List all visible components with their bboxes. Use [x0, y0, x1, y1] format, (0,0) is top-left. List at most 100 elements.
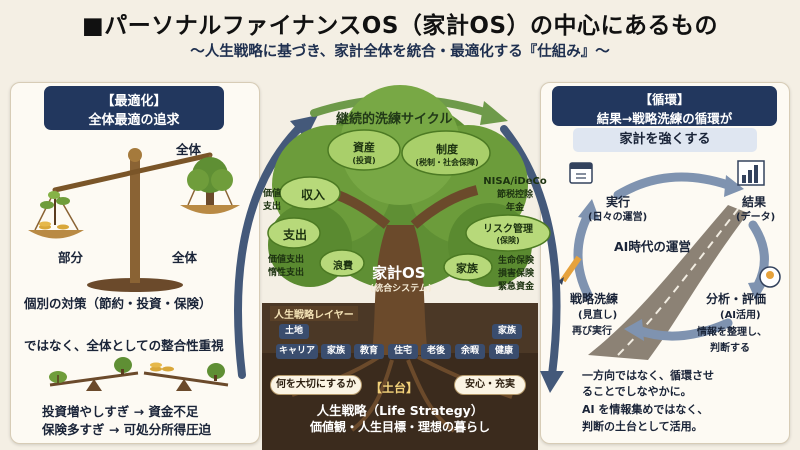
scale-pillar	[130, 155, 140, 283]
cycle-analyze-label: 分析・評価	[706, 292, 767, 306]
leaf-assets-sub: (投資)	[352, 156, 376, 165]
scale-right-pan	[180, 205, 240, 214]
left-bottom-line2: 保険多すぎ → 可処分所得圧迫	[42, 422, 212, 437]
nisa-sub2: 年金	[505, 203, 524, 213]
cycle-analyze-desc1: 情報を整理し、	[697, 327, 767, 338]
leaf-system-label: 制度 (税制・社会保障)	[406, 141, 488, 168]
chip-land: 土地	[279, 324, 309, 339]
right-header-line1: 【循環】	[639, 92, 690, 107]
nisa-sub1: 節税控除	[496, 190, 533, 200]
coins-icon	[39, 221, 69, 230]
foundation-tag: 【土台】	[370, 381, 419, 395]
cycle-arrow-top	[613, 172, 733, 200]
scale-label-whole: 全体	[172, 250, 198, 265]
chip-old-age: 老後	[421, 344, 451, 359]
left-text-line2: ではなく、全体としての整合性重視	[24, 338, 224, 353]
cycle-analyze-desc2: 判断する	[710, 343, 750, 354]
cycle-illustration	[558, 160, 781, 360]
trunk-sub: (統合システム)	[370, 284, 432, 294]
family-sub2: 損害保険	[497, 269, 534, 279]
cycle-arrow-left	[573, 210, 593, 300]
left-header: 【最適化】 全体最適の追求	[44, 86, 224, 130]
foundation-line1: 人生戦略（Life Strategy）	[316, 403, 484, 418]
chip-family: 家族	[321, 344, 351, 359]
left-header-line2: 全体最適の追求	[88, 113, 180, 128]
right-bottom-line3: AI を情報集めではなく、	[582, 403, 709, 416]
fixed1: 価値支出	[267, 255, 304, 265]
value-exp-group: 価値 支出	[258, 186, 286, 212]
left-header-line1: 【最適化】	[101, 94, 167, 109]
family-sub-group: 生命保険 損害保険 緊急資金	[488, 253, 544, 292]
right-header-line2: 結果→戦略洗練の循環が	[596, 111, 733, 126]
right-bottom-line1: 一方向ではなく、循環させ	[582, 369, 714, 382]
leaf-income-label: 収入	[300, 188, 325, 202]
chip-leisure: 余暇	[455, 344, 485, 359]
page-title: ■パーソナルファイナンスOS（家計OS）の中心にあるもの	[81, 13, 719, 39]
scale-beam	[52, 152, 213, 193]
big-tree-icon	[187, 157, 233, 205]
right-bottom-line4: 判断の土台として活用。	[582, 420, 703, 433]
strategy-layer-label: 人生戦略レイヤー	[270, 306, 358, 321]
right-bottom-line2: ることでしなやかに。	[582, 385, 692, 398]
leaf-family	[443, 253, 493, 281]
scale-pivot	[128, 148, 142, 162]
leaf-family-label: 家族	[456, 262, 478, 275]
page-subtitle: 〜人生戦略に基づき、家計全体を統合・最適化する『仕組み』〜	[190, 44, 610, 60]
chip-career: キャリア	[276, 344, 318, 359]
nisa-label: NISA/iDeCo	[483, 176, 547, 187]
leaf-risk	[465, 214, 551, 252]
scale-left-pan	[28, 230, 84, 239]
leaf-system-title: 制度	[436, 143, 458, 156]
family-sub1: 生命保険	[497, 256, 534, 266]
leaf-assets	[327, 129, 401, 171]
nisa-label-group: NISA/iDeCo 節税控除 年金	[480, 176, 550, 213]
scale-base	[87, 278, 183, 292]
leaf-income	[279, 176, 341, 210]
cycle-execute-sub: (日々の運営)	[588, 212, 648, 223]
leaf-expense-label: 支出	[282, 228, 307, 242]
fixed-exp-group: 価値支出 惰性支出	[258, 252, 314, 278]
road-graphic	[588, 205, 748, 360]
cycle-result-sub: (データ)	[736, 212, 776, 223]
scale-label-whole-top: 全体	[176, 142, 202, 157]
cycle-reexecute-label: 再び実行	[572, 326, 612, 337]
left-text-line1: 個別の対策（節約・投資・保険）	[24, 296, 212, 311]
seesaw-right-icon	[143, 362, 229, 391]
cycle-arc-label: 継続的洗練サイクル	[336, 112, 453, 127]
value-exp2: 支出	[262, 202, 281, 212]
leaf-risk-sub: (保険)	[496, 236, 520, 245]
right-sub-header: 家計を強くする	[573, 128, 757, 152]
chip-housing: 住宅	[388, 344, 418, 359]
sprout-icon	[40, 191, 70, 225]
left-bottom-line1: 投資増やしすぎ → 資金不足	[42, 404, 199, 419]
leaf-waste-label: 浪費	[333, 261, 353, 272]
cycle-arrow-bottom	[633, 318, 733, 341]
chip-family-top: 家族	[492, 324, 522, 339]
scale-label-part: 部分	[58, 250, 84, 265]
value-exp1: 価値	[262, 189, 281, 199]
pill-security: 安心・充実	[454, 375, 526, 395]
leaf-assets-label: 資産 (投資)	[336, 139, 392, 166]
chip-education: 教育	[354, 344, 384, 359]
balance-scale-illustration	[28, 148, 240, 292]
chart-icon	[737, 160, 765, 186]
cycle-analyze-sub: (AI活用)	[720, 310, 761, 321]
fixed2: 惰性支出	[267, 268, 304, 278]
leaf-risk-title: リスク管理	[483, 224, 533, 235]
right-header: 【循環】 結果→戦略洗練の循環が	[552, 86, 777, 126]
seesaw-left-icon	[49, 357, 139, 391]
ai-head-icon	[759, 266, 781, 288]
family-sub3: 緊急資金	[497, 282, 534, 292]
cycle-refine-sub: (見直し)	[578, 310, 618, 321]
cycle-center-label: AI時代の運営	[614, 239, 691, 254]
leaf-risk-label: リスク管理 (保険)	[472, 220, 544, 246]
calendar-icon	[569, 162, 593, 184]
cycle-result-label: 結果	[742, 195, 767, 209]
trunk-title: 家計OS	[372, 264, 426, 282]
leaf-system-sub: (税制・社会保障)	[415, 158, 479, 167]
leaf-system	[401, 130, 491, 176]
pencil-icon	[558, 255, 582, 285]
tree-illustration	[234, 85, 564, 450]
leaf-expense	[267, 217, 321, 249]
cycle-arc-left	[234, 121, 306, 379]
